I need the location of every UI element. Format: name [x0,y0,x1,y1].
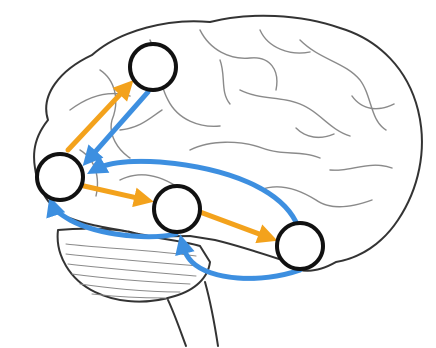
edge-n4-n3 [175,234,303,281]
network-nodes [35,42,325,271]
node-n1 [128,42,178,92]
node-n4 [275,221,325,271]
edge-n2-n1 [65,80,134,153]
node-n3 [152,184,202,234]
edge-n4-n2 [87,155,299,225]
edge-n1-n2 [82,89,151,166]
edge-n2-n3 [81,183,154,208]
edge-n3-n4 [197,209,278,244]
node-n2 [35,152,85,202]
cortical-folds [69,29,395,208]
feedforward-edges [65,80,278,244]
feedback-edges [46,89,303,281]
cerebellum-folds [65,243,199,299]
brain-outline [33,14,423,347]
edge-n3-n2 [46,196,179,240]
